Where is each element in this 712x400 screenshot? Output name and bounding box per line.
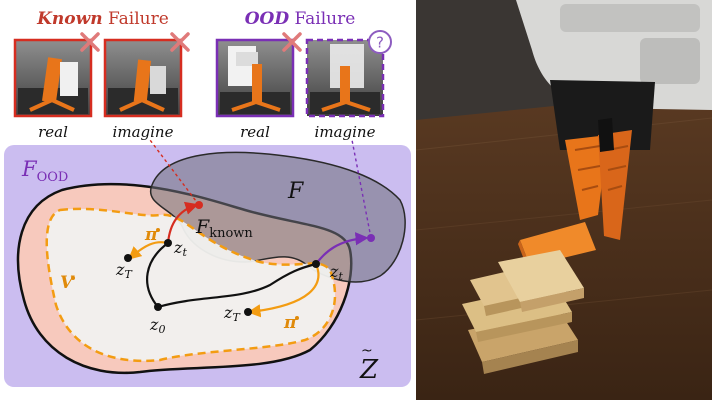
known-failure-arrow (166, 201, 199, 244)
value-label: V (60, 273, 75, 293)
ood-imagine-pointer (351, 139, 372, 239)
x-mark-icon (80, 32, 100, 52)
value-superscript-dot (71, 276, 75, 280)
question-glyph: ? (376, 34, 384, 52)
policy-arrow-right (247, 263, 320, 318)
known-emph: Known (36, 9, 102, 29)
x-mark-icon (170, 32, 190, 52)
failure-set-label: F (287, 179, 304, 204)
state-dot-zT-right (244, 308, 252, 316)
wooden-block-stack (462, 250, 584, 374)
robot-photo (415, 0, 712, 400)
state-label-z0: z0 (149, 315, 165, 336)
ood-imagine-thumbnail (305, 38, 385, 118)
ood-region-label: FOOD (21, 157, 68, 185)
state-label-zt-right: zt (329, 262, 343, 283)
known-imagine-thumbnail (103, 38, 183, 118)
state-label-zT-right: zT (223, 303, 241, 324)
question-mark-icon: ? (368, 30, 392, 54)
x-mark-icon (282, 32, 302, 52)
ood-failure-header: OOD Failure (245, 9, 356, 29)
ood-emph: OOD (245, 9, 290, 29)
gripper-finger-left (565, 135, 608, 220)
state-dot-z0 (154, 303, 162, 311)
trajectory-to-known (146, 242, 169, 308)
caption-known-imagine: imagine (113, 123, 174, 141)
known-real-thumbnail (13, 38, 93, 118)
known-imagine-pointer (149, 139, 200, 206)
state-label-zT-left: zT (115, 260, 133, 281)
state-dot-zT-left (124, 254, 132, 262)
known-failure-header: Known Failure (36, 9, 169, 29)
tilde-mark: ~ (361, 343, 373, 359)
caption-known-real: real (38, 123, 68, 141)
gripper-finger-right (598, 130, 632, 240)
policy-superscript-dot-left (156, 228, 160, 232)
caption-ood-real: real (240, 123, 270, 141)
policy-superscript-dot-right (295, 316, 299, 320)
caption-ood-imagine: imagine (315, 123, 376, 141)
state-dot-zt-left (164, 239, 172, 247)
state-dot-zt-right (312, 260, 320, 268)
known-rest: Failure (103, 9, 169, 29)
known-failure-label: Fknown (195, 216, 253, 241)
ood-real-thumbnail (215, 38, 295, 118)
policy-label-right: π (283, 313, 297, 333)
latent-space-label: Z (359, 355, 379, 385)
value-function-boundary (45, 207, 337, 363)
policy-label-left: π (144, 225, 158, 245)
ood-rest: Failure (289, 9, 355, 29)
state-label-zt-left: zt (173, 238, 187, 259)
trajectory-to-ood (157, 262, 317, 309)
